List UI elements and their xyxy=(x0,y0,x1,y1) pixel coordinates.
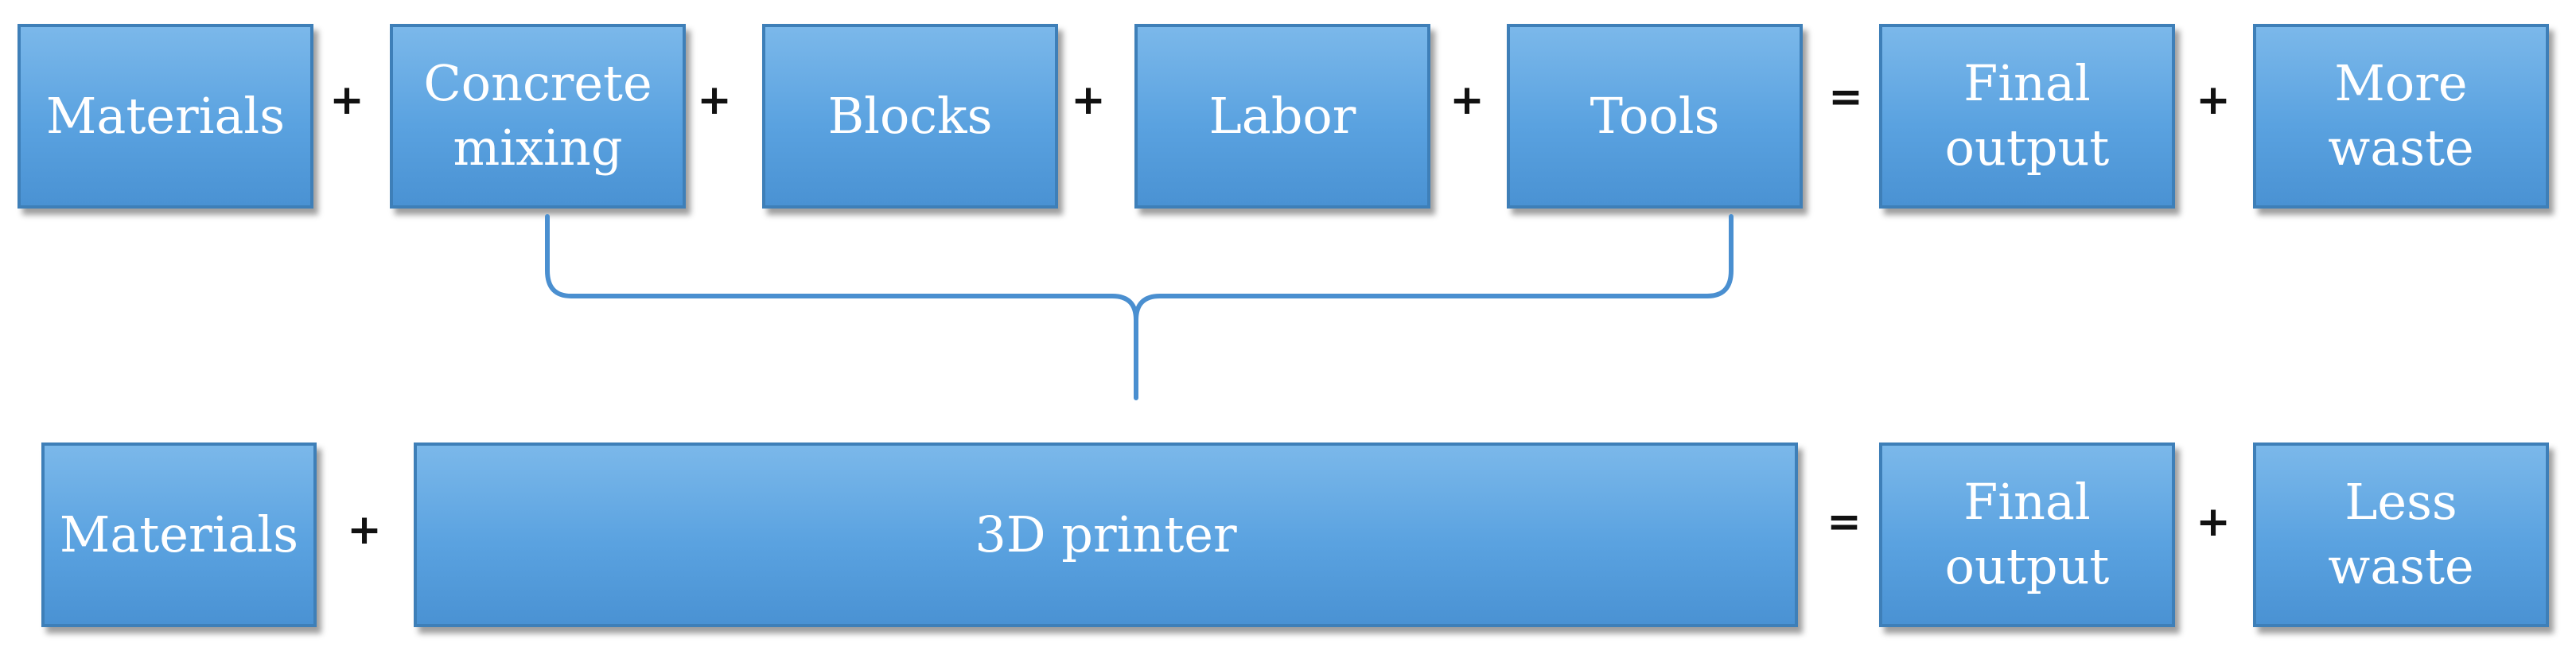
box-more-waste-label: More waste xyxy=(2328,54,2474,177)
brace-path xyxy=(545,214,1734,400)
box-blocks-label: Blocks xyxy=(827,86,993,145)
box-concrete-mixing: Concrete mixing xyxy=(390,24,686,209)
box-concrete-mixing-label: Concrete mixing xyxy=(423,54,652,177)
operator-plus: + xyxy=(2196,76,2231,124)
box-materials: Materials xyxy=(18,24,313,209)
operator-plus: + xyxy=(2196,498,2231,546)
box-final-output-2: Final output xyxy=(1879,443,2175,627)
operator-equals: = xyxy=(1827,498,1862,546)
box-3d-printer-label: 3D printer xyxy=(975,505,1237,563)
box-final-output: Final output xyxy=(1879,24,2175,209)
operator-plus: + xyxy=(347,506,382,554)
box-materials-2-label: Materials xyxy=(59,505,299,563)
box-more-waste: More waste xyxy=(2253,24,2549,209)
box-tools: Tools xyxy=(1507,24,1803,209)
operator-plus: + xyxy=(1449,76,1485,124)
box-less-waste-label: Less waste xyxy=(2328,473,2474,595)
box-blocks: Blocks xyxy=(762,24,1058,209)
box-final-output-label: Final output xyxy=(1944,54,2110,177)
operator-equals: = xyxy=(1828,73,1863,121)
operator-plus: + xyxy=(697,76,732,124)
box-tools-label: Tools xyxy=(1590,86,1720,145)
box-materials-label: Materials xyxy=(45,86,286,145)
operator-plus: + xyxy=(329,76,364,124)
box-3d-printer: 3D printer xyxy=(414,443,1798,627)
box-labor: Labor xyxy=(1134,24,1430,209)
box-labor-label: Labor xyxy=(1208,86,1356,145)
box-final-output-2-label: Final output xyxy=(1944,473,2110,595)
box-less-waste: Less waste xyxy=(2253,443,2549,627)
box-materials-2: Materials xyxy=(41,443,317,627)
operator-plus: + xyxy=(1071,76,1106,124)
